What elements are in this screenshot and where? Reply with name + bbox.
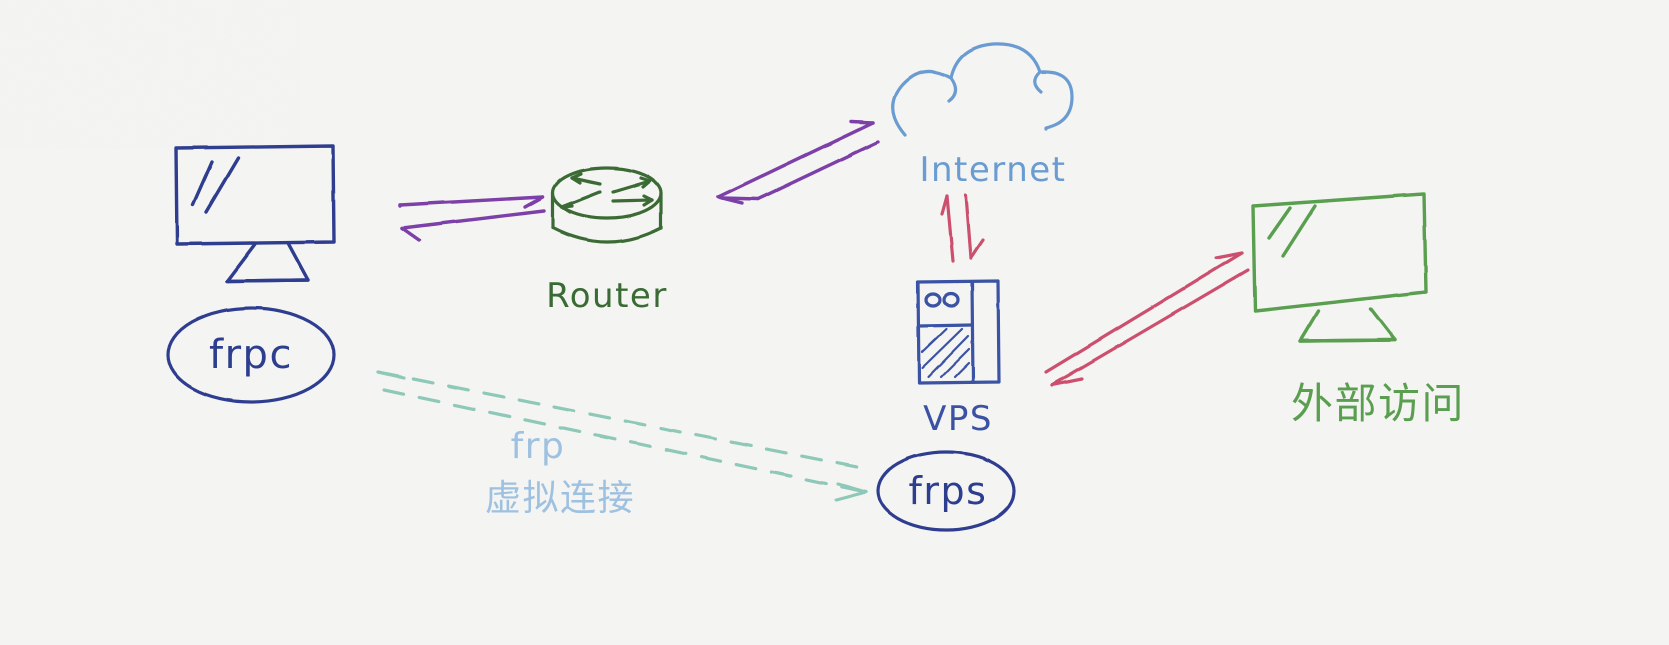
connection-monitor-router (398, 195, 546, 242)
cloud-icon (891, 42, 1074, 137)
internet-label: Internet (919, 150, 1066, 190)
frp-tunnel-arrowheads (376, 370, 868, 502)
desktop-monitor-icon (174, 144, 336, 283)
frp-tunnel-label: frp (511, 426, 566, 467)
node-remote-monitor[interactable] (1251, 192, 1428, 343)
node-internet[interactable] (891, 42, 1074, 137)
node-local-monitor[interactable] (166, 144, 336, 404)
frp-tunnel-sublabel: 虚拟连接 (485, 478, 635, 519)
external-access-label: 外部访问 (1291, 379, 1465, 428)
node-vps[interactable] (876, 279, 1016, 532)
frps-label: frps (909, 469, 988, 513)
router-label: Router (546, 276, 668, 316)
frps-badge[interactable] (876, 450, 1016, 532)
desktop-monitor-icon (1251, 192, 1428, 343)
connection-vps-remote (1044, 251, 1250, 387)
connection-router-internet (716, 120, 880, 205)
frpc-badge[interactable] (166, 306, 336, 404)
connection-frp-tunnel (376, 370, 868, 494)
frpc-label: frpc (209, 332, 293, 378)
server-rack-icon (916, 279, 1001, 385)
node-router[interactable] (551, 166, 663, 244)
connection-internet-vps (940, 193, 985, 263)
vps-label: VPS (923, 399, 993, 439)
router-cylinder-icon (551, 166, 663, 244)
